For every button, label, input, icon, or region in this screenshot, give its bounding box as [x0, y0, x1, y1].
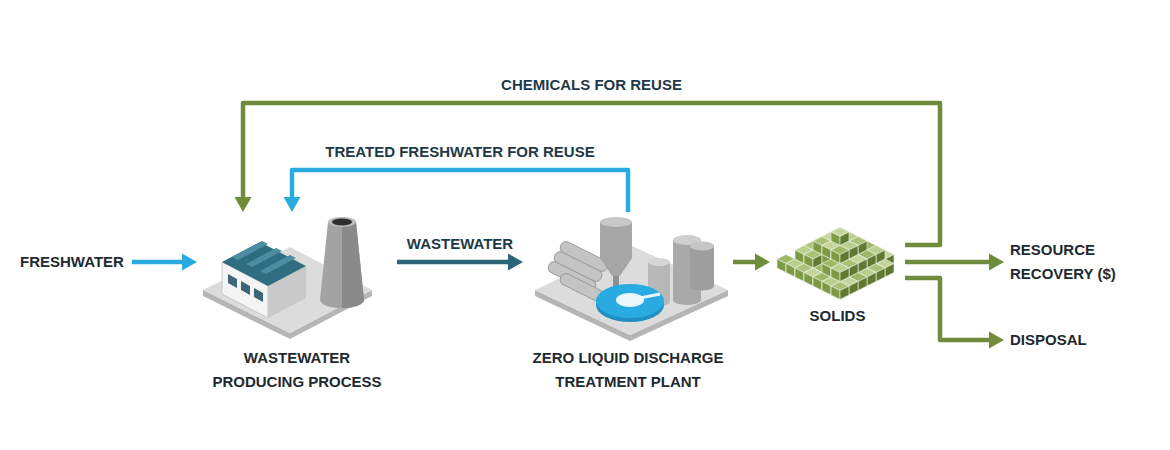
solid-cube — [777, 259, 786, 273]
solid-cube — [822, 246, 831, 260]
source-label: FRESHWATER — [20, 250, 124, 274]
solid-cube — [831, 250, 840, 264]
solid-cube — [822, 264, 831, 278]
plant-node: ZERO LIQUID DISCHARGE TREATMENT PLANT — [523, 212, 733, 394]
flow-line — [132, 260, 185, 265]
solid-cube — [822, 282, 831, 296]
flow-line — [905, 260, 992, 265]
arrowhead — [508, 254, 523, 271]
node-label: FRESHWATER — [20, 250, 124, 274]
solid-cube — [858, 241, 867, 255]
solid-cube — [804, 273, 813, 287]
flow-line — [397, 260, 511, 265]
solid-cube — [885, 264, 894, 278]
solids-pile — [777, 228, 894, 300]
treatment-plant-illustration — [535, 217, 728, 341]
solid-cube — [858, 277, 867, 291]
node-label: SOLIDS — [810, 304, 866, 328]
flow-arrow — [905, 254, 1004, 271]
solid-cube — [849, 264, 858, 278]
solid-cube — [813, 255, 822, 269]
solid-cube — [876, 250, 885, 264]
solid-cube — [831, 286, 840, 300]
solid-cube — [804, 255, 813, 269]
arrowhead — [755, 254, 770, 271]
solid-cube — [858, 259, 867, 273]
solid-cube — [867, 273, 876, 287]
node-label: RESOURCE RECOVERY ($) — [1010, 238, 1140, 286]
arrowhead — [182, 254, 197, 271]
solid-cube — [849, 246, 858, 260]
arrowhead — [284, 197, 301, 212]
arrowhead — [989, 254, 1004, 271]
output-label: RESOURCE RECOVERY ($) — [1010, 238, 1140, 286]
solid-cube — [876, 268, 885, 282]
solid-cube — [831, 268, 840, 282]
solid-cube — [795, 250, 804, 264]
solid-cube — [840, 286, 849, 300]
solid-cube — [795, 268, 804, 282]
flow-line — [243, 103, 940, 245]
solid-cube — [840, 268, 849, 282]
flow-arrow — [132, 254, 197, 271]
flow-arrow — [284, 170, 629, 212]
solid-cube — [840, 232, 849, 246]
solids-node: SOLIDS — [770, 220, 905, 328]
solid-cube — [867, 255, 876, 269]
process-node: WASTEWATER PRODUCING PROCESS — [197, 212, 397, 394]
flow-line — [905, 278, 992, 340]
solid-cube — [786, 264, 795, 278]
flow-line — [292, 170, 628, 212]
flow-label: TREATED FRESHWATER FOR REUSE — [321, 142, 598, 162]
node-label: ZERO LIQUID DISCHARGE TREATMENT PLANT — [523, 346, 733, 394]
arrowhead — [235, 197, 252, 212]
flow-arrow — [235, 103, 941, 245]
node-label: DISPOSAL — [1010, 328, 1087, 352]
solid-cube — [813, 241, 822, 255]
flow-arrow — [905, 278, 1004, 349]
flow-line — [733, 260, 758, 265]
flow-label: CHEMICALS FOR REUSE — [497, 75, 686, 95]
solid-cube — [840, 250, 849, 264]
output-label: DISPOSAL — [1010, 328, 1087, 352]
arrowhead — [989, 332, 1004, 349]
solid-cube — [849, 282, 858, 296]
node-label: WASTEWATER PRODUCING PROCESS — [207, 346, 387, 394]
flow-label: WASTEWATER — [403, 234, 517, 254]
solid-cube — [813, 277, 822, 291]
flow-arrow — [733, 254, 770, 271]
factory-illustration — [203, 217, 372, 339]
solid-cube — [831, 232, 840, 246]
flow-arrow — [397, 254, 523, 271]
